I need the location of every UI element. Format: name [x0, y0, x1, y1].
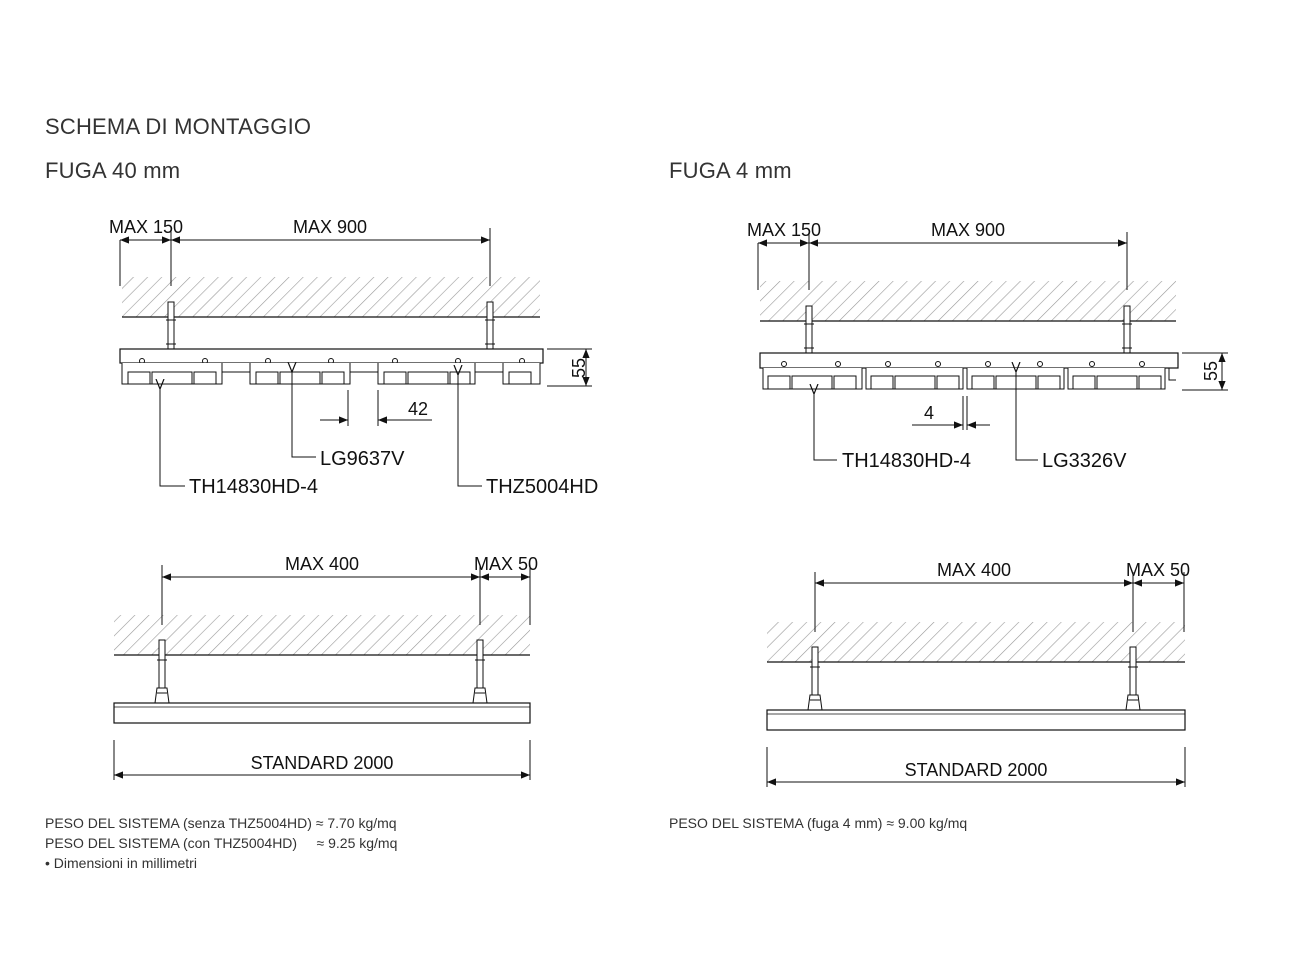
units-note: • Dimensioni in millimetri	[45, 855, 197, 871]
dim-55: 55	[1201, 361, 1221, 381]
hanger-rod	[804, 305, 814, 359]
carrier-rail	[119, 348, 544, 364]
hanger-rod	[472, 639, 488, 704]
label-th14830hd4-right: TH14830HD-4	[842, 450, 971, 472]
dim-max400: MAX 400	[285, 554, 359, 574]
hanger-rod	[154, 639, 170, 704]
dim-max900: MAX 900	[931, 220, 1005, 240]
dim-standard: STANDARD 2000	[905, 760, 1048, 780]
label-lg9637v: LG9637V	[320, 448, 405, 470]
dim-4: 4	[924, 403, 934, 423]
label-th14830hd4-left: TH14830HD-4	[189, 476, 318, 498]
carrier-rail	[766, 709, 1186, 731]
ceiling-slab	[767, 622, 1185, 662]
dim-max900: MAX 900	[293, 217, 367, 237]
left-heading: FUGA 40 mm	[45, 158, 181, 183]
dim-max50: MAX 50	[1126, 560, 1190, 580]
label-thz5004hd: THZ5004HD	[486, 476, 598, 498]
left-top-view: MAX 150 MAX 900	[109, 217, 598, 498]
right-top-view: MAX 150 MAX 900	[747, 220, 1228, 472]
dim-42: 42	[408, 399, 428, 419]
dim-max150: MAX 150	[747, 220, 821, 240]
dim-max50: MAX 50	[474, 554, 538, 574]
hanger-rod	[1125, 646, 1141, 711]
dim-max400: MAX 400	[937, 560, 1011, 580]
page-title: SCHEMA DI MONTAGGIO	[45, 114, 312, 139]
label-lg3326v: LG3326V	[1042, 450, 1127, 472]
carrier-rail	[113, 702, 531, 724]
carrier-rail	[759, 352, 1179, 369]
dim-standard: STANDARD 2000	[251, 753, 394, 773]
panel-profiles	[762, 368, 1176, 390]
left-side-view: MAX 400 MAX 50 STANDARD 2000	[113, 554, 538, 780]
hanger-rod	[1122, 305, 1132, 359]
weight-note-2: PESO DEL SISTEMA (con THZ5004HD) ≈ 9.25 …	[45, 835, 398, 851]
dim-55: 55	[569, 358, 589, 378]
ceiling-slab	[122, 277, 540, 317]
panel-profiles	[121, 363, 541, 385]
right-side-view: MAX 400 MAX 50 STANDARD 2000	[766, 560, 1190, 787]
hanger-rod	[166, 301, 176, 355]
ceiling-slab	[760, 281, 1176, 321]
weight-note-1: PESO DEL SISTEMA (senza THZ5004HD) ≈ 7.7…	[45, 815, 397, 831]
hanger-rod	[485, 301, 495, 355]
ceiling-slab	[114, 615, 530, 655]
weight-note-right: PESO DEL SISTEMA (fuga 4 mm) ≈ 9.00 kg/m…	[669, 815, 968, 831]
hanger-rod	[807, 646, 823, 711]
right-heading: FUGA 4 mm	[669, 158, 792, 183]
dim-max150: MAX 150	[109, 217, 183, 237]
